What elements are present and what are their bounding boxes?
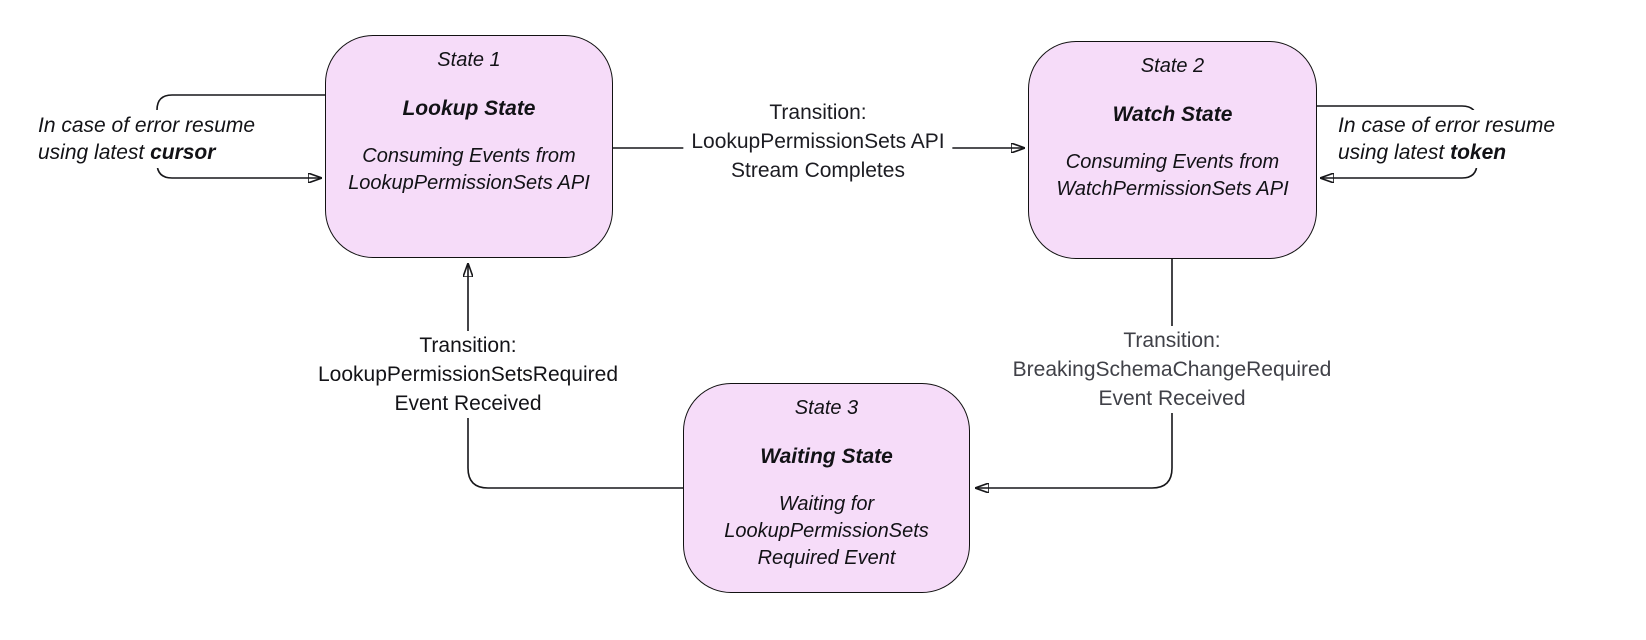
transition-label-line: Event Received — [394, 392, 542, 415]
state2-node: State 2 Watch State Consuming Events fro… — [1028, 41, 1317, 259]
note-line: using latest cursor — [38, 141, 216, 164]
state1-title: State 1 — [437, 49, 501, 71]
state3-description: Waiting for LookupPermissionSets Require… — [724, 493, 929, 569]
state3-name: Waiting State — [760, 445, 893, 468]
error-resume-note-cursor: In case of error resume using latest cur… — [32, 110, 262, 168]
transition-label-line: BreakingSchemaChangeRequired — [1012, 358, 1332, 381]
state1-node: State 1 Lookup State Consuming Events fr… — [325, 35, 613, 258]
state2-title: State 2 — [1140, 55, 1205, 77]
transition-label-lookup-required: Transition: LookupPermissionSetsRequired… — [310, 331, 626, 418]
transition-label-line: Transition: — [419, 334, 517, 357]
note-line: In case of error resume — [1338, 114, 1556, 137]
state2-description: Consuming Events from WatchPermissionSet… — [1056, 151, 1289, 200]
state3-title: State 3 — [794, 397, 859, 419]
transition-label-line: Stream Completes — [731, 159, 905, 182]
state2-name: Watch State — [1112, 103, 1233, 126]
error-resume-note-token: In case of error resume using latest tok… — [1332, 110, 1562, 168]
arrow-watch-to-waiting — [976, 259, 1173, 488]
note-bold-word: cursor — [150, 141, 216, 164]
note-bold-word: token — [1450, 141, 1507, 164]
transition-label-stream-completes: Transition: LookupPermissionSets API Str… — [683, 98, 953, 185]
state1-description: Consuming Events from LookupPermissionSe… — [348, 145, 590, 194]
transition-label-breaking-schema-change: Transition: BreakingSchemaChangeRequired… — [1004, 326, 1340, 413]
transition-label-line: Transition: — [1123, 329, 1221, 352]
arrow-waiting-to-lookup — [468, 264, 683, 489]
transition-label-line: Transition: — [769, 101, 867, 124]
transition-label-line: Event Received — [1098, 387, 1246, 410]
state3-node: State 3 Waiting State Waiting for Lookup… — [683, 383, 970, 593]
transition-label-line: LookupPermissionSets API — [691, 130, 945, 153]
note-line: In case of error resume — [38, 114, 256, 137]
note-line: using latest token — [1338, 141, 1507, 164]
transition-label-line: LookupPermissionSetsRequired — [318, 363, 618, 386]
state1-name: Lookup State — [402, 97, 536, 120]
